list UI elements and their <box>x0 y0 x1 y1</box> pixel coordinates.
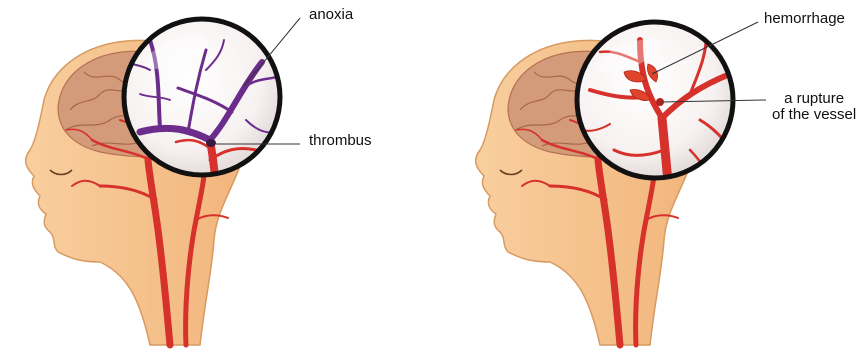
hemorrhage-label: hemorrhage <box>764 11 845 27</box>
anoxia-label: anoxia <box>309 7 353 23</box>
rupture-label-line-1: a rupture <box>772 91 856 107</box>
thrombus-label: thrombus <box>309 133 372 149</box>
magnifier-lens-ischemic <box>124 19 280 178</box>
rupture-label: a rupture of the vessel <box>772 91 856 123</box>
ischemic-panel <box>26 18 300 345</box>
thrombus-clot <box>206 139 216 147</box>
hemorrhagic-panel <box>476 22 766 345</box>
rupture-label-line-2: of the vessel <box>772 107 856 123</box>
